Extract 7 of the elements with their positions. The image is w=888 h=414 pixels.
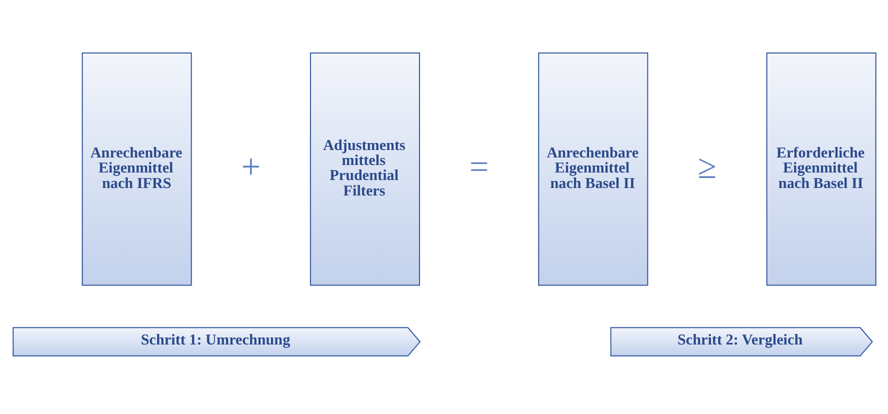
node-box: Anrechenbare Eigenmittel nach Basel II xyxy=(538,52,648,286)
node-box: Erforderliche Eigenmittel nach Basel II xyxy=(766,52,876,286)
label: ≥ xyxy=(697,147,716,186)
label: = xyxy=(468,147,488,186)
node-box: Anrechenbare Eigenmittel nach IFRS xyxy=(81,52,192,286)
label: + xyxy=(240,147,260,186)
node-box: Adjustments mittels Prudential Filters xyxy=(309,52,420,286)
